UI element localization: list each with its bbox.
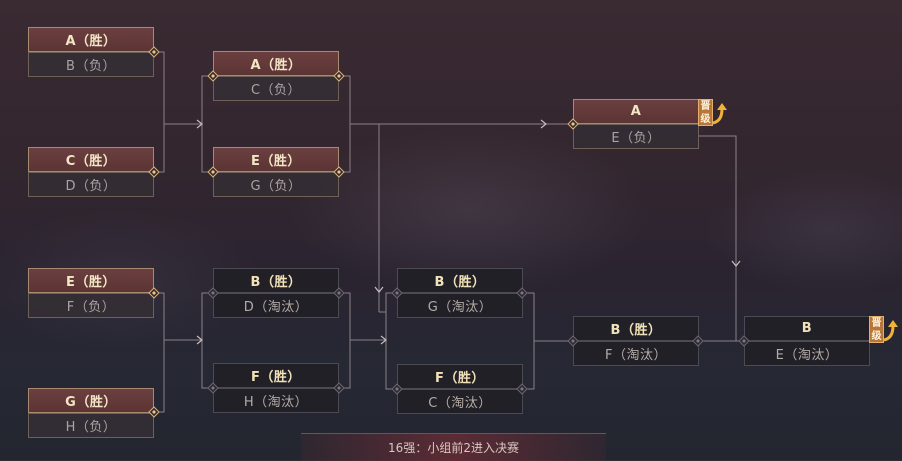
advance-badge-label: 晋 级 — [869, 316, 884, 343]
connector-diamond-core — [152, 291, 156, 295]
advance-badge-char-2: 级 — [700, 114, 711, 125]
advance-badge-icon: 晋 级 — [698, 99, 728, 127]
connector-diamond-core — [152, 410, 156, 414]
round1-match-3-winner[interactable]: E（胜） — [28, 268, 154, 293]
winners-round2-match-2[interactable]: E（胜） G（负） — [213, 147, 339, 197]
round1-match-4[interactable]: G（胜） H（负） — [28, 388, 154, 438]
round1-match-1-winner[interactable]: A（胜） — [28, 27, 154, 52]
round1-match-1[interactable]: A（胜） B（负） — [28, 27, 154, 77]
advance-badge-icon: 晋 级 — [869, 316, 899, 344]
losers-round3-loser[interactable]: F（淘汰） — [573, 341, 699, 366]
connector-diamond-core — [211, 74, 215, 78]
losers-round2-match-1[interactable]: B（胜） G（淘汰） — [397, 268, 523, 318]
round1-match-1-loser[interactable]: B（负） — [28, 52, 154, 77]
losers-round2-match-2-winner[interactable]: F（胜） — [397, 364, 523, 389]
round1-match-4-winner[interactable]: G（胜） — [28, 388, 154, 413]
connector-diamond-core — [571, 339, 575, 343]
connector-diamond-core — [337, 170, 341, 174]
decider-loser[interactable]: E（淘汰） — [744, 341, 870, 366]
winners-final-loser[interactable]: E（负） — [573, 124, 699, 149]
losers-round1-match-2-loser[interactable]: H（淘汰） — [213, 388, 339, 413]
round1-match-3-loser[interactable]: F（负） — [28, 293, 154, 318]
up-arrow-icon — [712, 103, 727, 125]
losers-round1-match-1[interactable]: B（胜） D（淘汰） — [213, 268, 339, 318]
winners-round2-match-2-loser[interactable]: G（负） — [213, 172, 339, 197]
connector-diamond-core — [211, 386, 215, 390]
losers-round1-match-2-winner[interactable]: F（胜） — [213, 363, 339, 388]
connector-diamond-core — [152, 50, 156, 54]
connector-diamond-core — [395, 387, 399, 391]
losers-round2-match-2[interactable]: F（胜） C（淘汰） — [397, 364, 523, 414]
round1-match-2-winner[interactable]: C（胜） — [28, 147, 154, 172]
winners-round2-match-1-winner[interactable]: A（胜） — [213, 51, 339, 76]
losers-round1-match-1-winner[interactable]: B（胜） — [213, 268, 339, 293]
advance-badge-char-2: 级 — [871, 331, 882, 342]
connector-diamond-core — [395, 291, 399, 295]
connector-diamond-core — [520, 291, 524, 295]
round1-match-2-loser[interactable]: D（负） — [28, 172, 154, 197]
losers-round2-match-1-winner[interactable]: B（胜） — [397, 268, 523, 293]
connector-diamond-core — [152, 170, 156, 174]
winners-round2-match-1[interactable]: A（胜） C（负） — [213, 51, 339, 101]
losers-round2-match-2-loser[interactable]: C（淘汰） — [397, 389, 523, 414]
winners-round2-match-1-loser[interactable]: C（负） — [213, 76, 339, 101]
connector-diamond-core — [571, 122, 575, 126]
round1-match-2[interactable]: C（胜） D（负） — [28, 147, 154, 197]
connector-diamond-core — [211, 291, 215, 295]
connector-diamond-core — [211, 170, 215, 174]
round1-match-4-loser[interactable]: H（负） — [28, 413, 154, 438]
losers-round2-match-1-loser[interactable]: G（淘汰） — [397, 293, 523, 318]
connector-diamond-core — [520, 387, 524, 391]
connector-diamond-core — [337, 291, 341, 295]
winners-final-winner[interactable]: A — [573, 99, 699, 124]
connector-diamond-core — [337, 386, 341, 390]
stage-info-banner: 16强：小组前2进入决赛 — [301, 433, 606, 461]
winners-round2-match-2-winner[interactable]: E（胜） — [213, 147, 339, 172]
round1-match-3[interactable]: E（胜） F（负） — [28, 268, 154, 318]
losers-round3-winner[interactable]: B（胜） — [573, 316, 699, 341]
connector-diamond-core — [742, 339, 746, 343]
advance-badge-label: 晋 级 — [698, 99, 713, 126]
advance-badge-char-1: 晋 — [700, 101, 711, 112]
losers-round1-match-1-loser[interactable]: D（淘汰） — [213, 293, 339, 318]
up-arrow-icon — [883, 320, 898, 342]
losers-round1-match-2[interactable]: F（胜） H（淘汰） — [213, 363, 339, 413]
losers-round3-match[interactable]: B（胜） F（淘汰） — [573, 316, 699, 366]
stage-info-text: 16强：小组前2进入决赛 — [388, 441, 519, 455]
connector-diamond-core — [337, 74, 341, 78]
winners-final-match[interactable]: A E（负） — [573, 99, 699, 149]
advance-badge-char-1: 晋 — [871, 318, 882, 329]
connector-diamond-core — [696, 339, 700, 343]
